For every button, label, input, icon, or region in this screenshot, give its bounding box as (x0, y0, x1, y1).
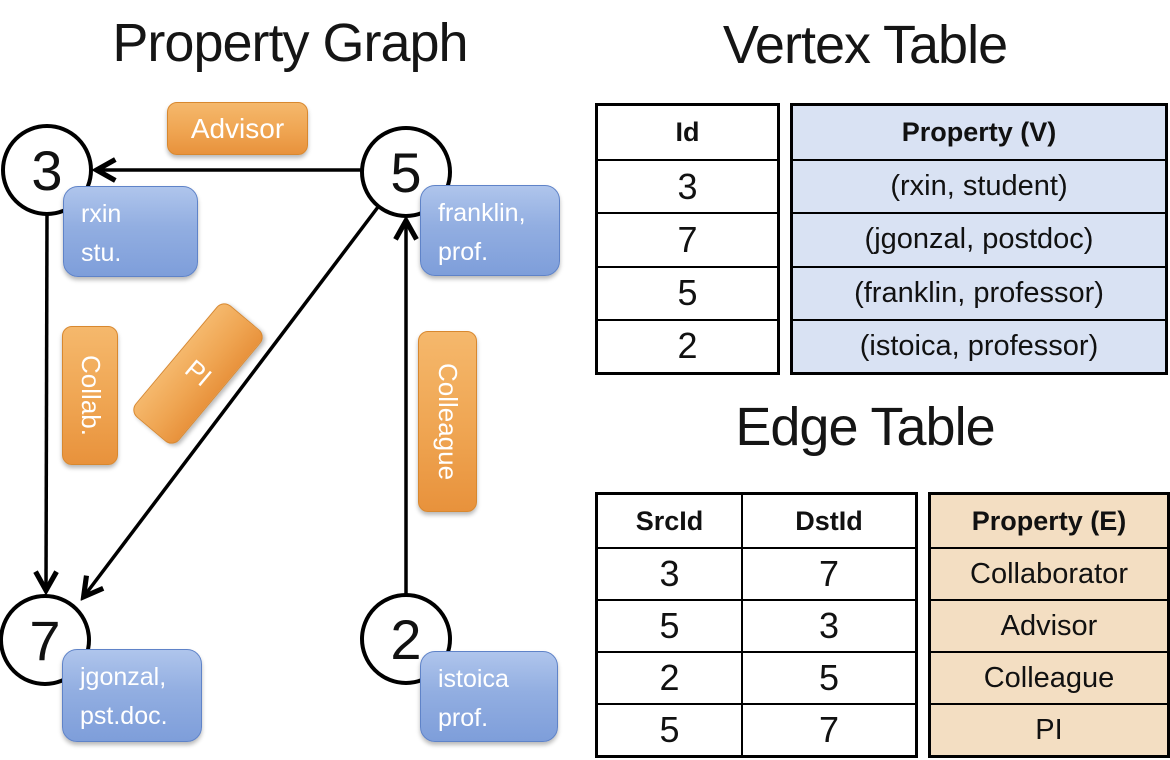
vertex-table-property-cell: (istoica, professor) (793, 318, 1165, 372)
node-id-7: 7 (29, 609, 60, 672)
edge-table-src-cell: 5 (598, 599, 743, 651)
edge-label-advisor-text: Advisor (190, 112, 285, 144)
vertex-table-header-id: Id (675, 117, 700, 148)
vertex-prop-box-3: rxin stu. (63, 186, 198, 277)
edge-table-dst-cell: 7 (743, 703, 915, 755)
vertex-prop-2-line2: prof. (438, 703, 489, 732)
edge-label-colleague: Colleague (418, 331, 477, 512)
vertex-table-property-cell: (rxin, student) (793, 159, 1165, 212)
vertex-prop-box-5: franklin, prof. (420, 185, 560, 276)
edge-pi-5-to-7 (85, 205, 380, 595)
edge-table-dst-cell: 7 (743, 547, 915, 599)
vertex-prop-box-7: jgonzal, pst.doc. (62, 649, 202, 742)
edge-table-property-cell: PI (931, 703, 1167, 755)
edge-table-property-cell: Advisor (931, 599, 1167, 651)
vertex-prop-3-line1: rxin (81, 200, 122, 228)
vertex-table-id-column: Id 3 7 5 2 (595, 103, 780, 375)
property-graph-title: Property Graph (112, 13, 468, 73)
vertex-table-property-cell: (jgonzal, postdoc) (793, 212, 1165, 265)
vertex-table-title: Vertex Table (722, 15, 1008, 75)
vertex-prop-2-line1: istoica (438, 665, 509, 693)
edge-label-collaborator-text: Collab. (75, 355, 106, 436)
vertex-prop-3-line2: stu. (81, 238, 122, 267)
edge-table-src-cell: 5 (598, 703, 743, 755)
vertex-table-property-column: Property (V) (rxin, student) (jgonzal, p… (790, 103, 1168, 375)
property-graph-panel: Property Graph 3 5 7 2 Advisor Collab. P… (0, 13, 560, 742)
vertex-table-property-cell: (franklin, professor) (793, 265, 1165, 319)
edge-label-collaborator: Collab. (62, 326, 118, 465)
edge-collaborator-3-to-7 (46, 212, 47, 588)
vertex-prop-7-line1: jgonzal, (80, 663, 167, 691)
vertex-prop-5-line1: franklin, (438, 199, 526, 227)
edge-label-pi-text: PI (179, 353, 218, 393)
node-id-5: 5 (390, 141, 421, 204)
vertex-table-id-cell: 3 (598, 159, 777, 212)
edge-table-header-dstid: DstId (795, 505, 863, 536)
edge-label-advisor: Advisor (167, 102, 308, 155)
edge-table-property-column: Property (E) Collaborator Advisor Collea… (928, 492, 1170, 758)
edge-table-header-srcid: SrcId (598, 495, 743, 547)
edge-table-src-cell: 2 (598, 651, 743, 703)
edge-table-id-columns: SrcId DstId 3 7 5 3 2 5 5 7 (595, 492, 918, 758)
edge-table-header-property: Property (E) (971, 505, 1127, 536)
node-id-3: 3 (31, 139, 62, 202)
vertex-prop-5-line2: prof. (438, 237, 489, 266)
vertex-prop-7-line2: pst.doc. (80, 701, 168, 730)
vertex-table-id-cell: 5 (598, 265, 777, 319)
vertex-table-header-property: Property (V) (901, 117, 1057, 148)
edge-table-property-cell: Collaborator (931, 547, 1167, 599)
vertex-table-id-cell: 7 (598, 212, 777, 265)
edge-table-dst-cell: 3 (743, 599, 915, 651)
vertex-prop-box-2: istoica prof. (420, 651, 558, 742)
edge-label-colleague-text: Colleague (433, 362, 463, 481)
edge-table-property-cell: Colleague (931, 651, 1167, 703)
edge-table-src-cell: 3 (598, 547, 743, 599)
edge-table-dst-cell: 5 (743, 651, 915, 703)
vertex-table-id-cell: 2 (598, 318, 777, 372)
node-id-2: 2 (390, 608, 421, 671)
edge-table-title: Edge Table (735, 397, 995, 457)
